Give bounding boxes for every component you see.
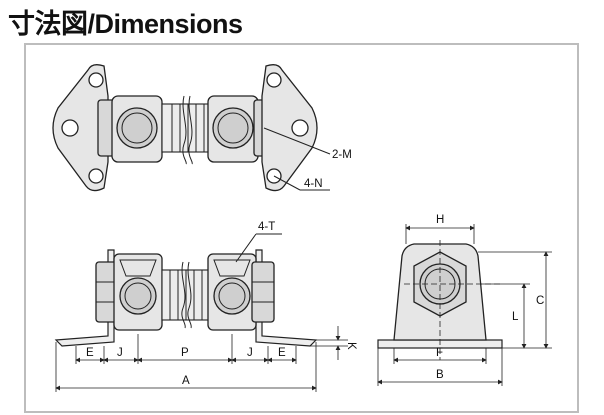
left-bracket xyxy=(54,249,115,347)
left-flange xyxy=(52,64,109,192)
right-flange xyxy=(261,64,318,192)
drawing-frame xyxy=(24,43,579,413)
side-view: H C L F B xyxy=(377,214,552,386)
label-P: P xyxy=(181,347,189,359)
right-port xyxy=(212,107,254,149)
label-C: C xyxy=(536,295,544,307)
top-view: 2-M 4-N xyxy=(52,64,352,192)
label-F: F xyxy=(436,347,443,359)
label-E-left: E xyxy=(86,347,94,359)
label-H: H xyxy=(436,214,444,226)
label-4N: 4-N xyxy=(304,178,323,190)
left-flange-hole-top xyxy=(88,72,104,88)
front-view: 4-T K E J P J E A xyxy=(54,221,357,392)
right-flange-hole-top xyxy=(266,72,282,88)
label-L: L xyxy=(512,311,519,323)
label-E-right: E xyxy=(278,347,286,359)
label-A: A xyxy=(182,375,190,387)
label-4T: 4-T xyxy=(258,221,275,233)
label-J-right: J xyxy=(247,347,253,359)
label-K: K xyxy=(345,342,357,350)
page-title: 寸法図/Dimensions xyxy=(8,9,243,39)
right-flange-hole-mid xyxy=(291,119,309,137)
label-J-left: J xyxy=(117,347,123,359)
left-flange-hole-mid xyxy=(61,119,79,137)
left-port xyxy=(116,107,158,149)
left-flange-hole-bottom xyxy=(88,168,104,184)
label-B: B xyxy=(436,369,444,381)
front-right-hex xyxy=(251,261,275,323)
label-2M: 2-M xyxy=(332,149,352,161)
